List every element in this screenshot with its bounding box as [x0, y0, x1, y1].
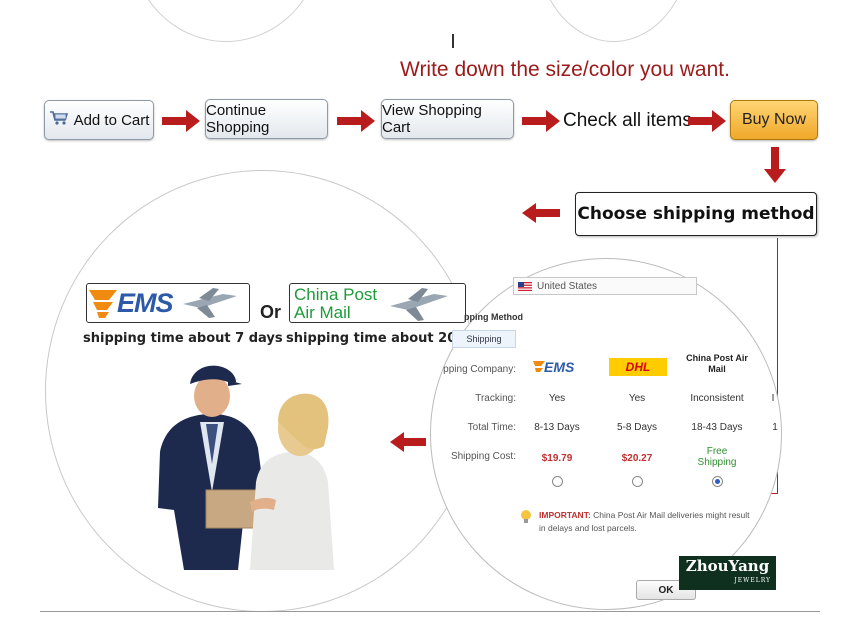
buy-now-label: Buy Now: [741, 111, 807, 128]
country-select[interactable]: United States: [513, 277, 697, 295]
china-post-carrier-name: China Post Air Mail: [686, 353, 748, 374]
shipping-tab-label: Shipping: [466, 334, 502, 344]
brand-name: ZhouYang: [685, 557, 770, 575]
china-post-radio[interactable]: [712, 476, 723, 487]
ems-logo: EMS: [86, 283, 250, 323]
ems-carrier-logo: EMS: [533, 358, 583, 378]
continue-shopping-label: Continue Shopping: [206, 102, 270, 136]
arrow-left-icon: [390, 432, 426, 452]
add-to-cart-button[interactable]: Add to Cart: [44, 100, 154, 140]
buy-now-button[interactable]: Buy Now: [730, 100, 818, 140]
lightbulb-icon: [521, 510, 531, 523]
china-post-caption: shipping time about 20 days: [286, 331, 495, 346]
cut-time: 1: [772, 422, 778, 433]
arrow-left-icon: [522, 203, 560, 223]
choose-shipping-label: Choose shipping method: [577, 204, 815, 224]
connector-line: [777, 238, 778, 494]
ems-carrier-name: EMS: [544, 359, 575, 375]
ems-logo-text: EMS: [117, 288, 174, 318]
dhl-carrier-logo: DHL: [609, 358, 667, 376]
continue-shopping-button[interactable]: Continue Shopping: [205, 99, 328, 139]
important-label: IMPORTANT:: [539, 510, 591, 520]
arrow-right-icon: [162, 110, 200, 132]
instruction-heading: Write down the size/color you want.: [400, 58, 730, 81]
shipping-cost-label: Shipping Cost:: [450, 451, 516, 462]
china-post-line2: Air Mail: [294, 303, 351, 322]
dhl-radio[interactable]: [632, 476, 643, 487]
important-text: China Post Air Mail deliveries might res…: [593, 510, 750, 520]
shipping-method-heading: pping Method: [464, 312, 523, 322]
china-post-time: 18-43 Days: [691, 422, 743, 433]
important-note: IMPORTANT: China Post Air Mail deliverie…: [539, 509, 759, 535]
view-shopping-cart-button[interactable]: View Shopping Cart: [381, 99, 514, 139]
shipping-panel-circle: [430, 258, 782, 610]
china-post-logo: China Post Air Mail: [289, 283, 466, 323]
us-flag-icon: [518, 281, 532, 291]
ems-tracking: Yes: [548, 393, 566, 404]
china-post-tracking: Inconsistent: [690, 393, 744, 404]
add-to-cart-label: Add to Cart: [73, 111, 150, 129]
dhl-carrier-name: DHL: [625, 360, 651, 374]
dhl-tracking: Yes: [628, 393, 646, 404]
delivery-person-image: [158, 365, 334, 570]
ems-radio[interactable]: [552, 476, 563, 487]
ems-caption: shipping time about 7 days: [83, 331, 283, 346]
cut-tracking: I: [771, 393, 775, 404]
company-label: pping Company:: [443, 364, 516, 375]
ok-label: OK: [658, 584, 674, 596]
tracking-label: Tracking:: [475, 393, 516, 404]
choose-shipping-box: Choose shipping method: [575, 192, 817, 236]
check-all-items-label: Check all items: [563, 110, 692, 131]
top-left-circle-fragment: [130, 0, 322, 42]
arrow-right-icon: [337, 110, 375, 132]
dhl-time: 5-8 Days: [616, 422, 657, 433]
shipping-tab[interactable]: Shipping: [452, 330, 516, 348]
arrow-right-icon: [522, 110, 560, 132]
or-label: Or: [260, 302, 282, 322]
brand-logo: ZhouYang JEWELRY: [679, 556, 776, 590]
arrow-down-icon: [764, 147, 786, 183]
divider-tick: [452, 34, 454, 48]
arrow-right-icon: [688, 110, 726, 132]
china-post-line1: China Post: [294, 285, 378, 304]
important-text-2: in delays and lost parcels.: [539, 523, 637, 533]
ems-cost: $19.79: [541, 453, 573, 464]
total-time-label: Total Time:: [467, 422, 516, 433]
ems-time: 8-13 Days: [534, 422, 580, 433]
bottom-divider: [40, 611, 820, 612]
view-shopping-cart-label: View Shopping Cart: [382, 102, 482, 136]
cart-icon: [49, 110, 69, 130]
china-post-cost: Free Shipping: [697, 446, 737, 468]
brand-sub: JEWELRY: [734, 577, 771, 584]
top-right-circle-fragment: [535, 0, 692, 42]
country-value: United States: [537, 280, 598, 292]
dhl-cost: $20.27: [621, 453, 653, 464]
